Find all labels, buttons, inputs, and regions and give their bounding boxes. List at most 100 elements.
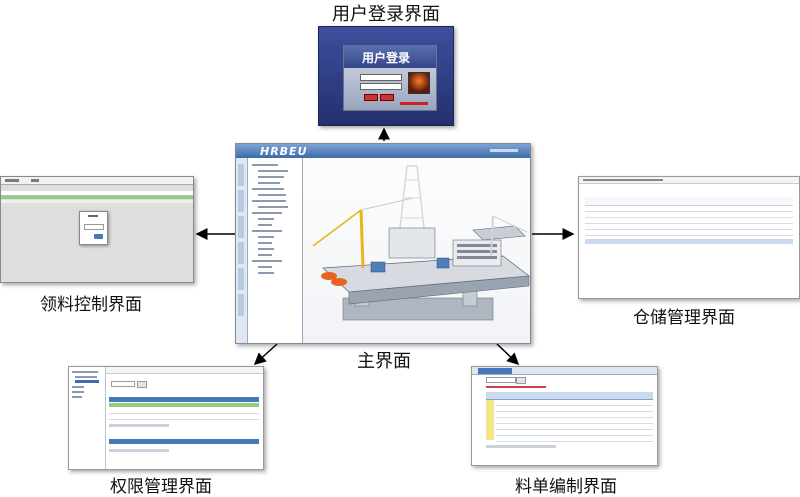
main-screenshot: HRBEU: [235, 143, 531, 344]
perm-tree-item[interactable]: [72, 391, 84, 393]
perm-tree-item[interactable]: [75, 376, 97, 378]
nav-tab[interactable]: [238, 268, 244, 290]
tree-item[interactable]: [258, 224, 272, 226]
bill-pager[interactable]: [486, 445, 556, 448]
bill-notice: [486, 386, 546, 388]
arrow-main-to-permission: [253, 343, 278, 366]
perm-pager[interactable]: [109, 424, 169, 427]
caption-main: 主界面: [357, 351, 411, 372]
login-panel-header: [344, 46, 436, 68]
bill-table-header: [486, 392, 653, 400]
perm-tree-item[interactable]: [72, 371, 98, 373]
login-screenshot: 用户登录: [318, 26, 454, 126]
perm-search-input[interactable]: [111, 381, 135, 387]
bill-tab-header: [472, 367, 657, 375]
perm-tree: [69, 367, 106, 469]
password-field[interactable]: [360, 83, 402, 90]
mc-toolbar: [1, 177, 193, 185]
header-links[interactable]: [490, 149, 518, 152]
platform-scene: [303, 158, 530, 343]
caption-permission: 权限管理界面: [110, 477, 212, 497]
tree-item[interactable]: [252, 164, 278, 166]
tree-item[interactable]: [258, 266, 272, 268]
tree-item[interactable]: [252, 230, 282, 232]
perm-selected-row[interactable]: [109, 403, 259, 407]
arrow-main-to-bill: [496, 343, 520, 366]
perm-table2-header: [109, 439, 259, 444]
perm-row[interactable]: [109, 408, 259, 414]
mc-dialog-title: [88, 215, 98, 217]
material-control-screenshot: [0, 176, 194, 283]
mc-toolbar-item[interactable]: [5, 179, 19, 182]
perm-query-button[interactable]: [137, 381, 147, 388]
mc-toolbar-item[interactable]: [31, 179, 39, 182]
tree-item[interactable]: [258, 242, 272, 244]
nav-tab[interactable]: [238, 216, 244, 238]
wh-row[interactable]: [585, 212, 793, 218]
wh-table-header: [585, 197, 793, 206]
perm-table-header: [109, 397, 259, 402]
wh-row[interactable]: [585, 224, 793, 230]
main-header: HRBEU: [236, 144, 530, 158]
caption-material-control: 领料控制界面: [40, 295, 142, 315]
wh-pager[interactable]: [585, 239, 793, 244]
perm-tree-item[interactable]: [72, 386, 84, 388]
tree-item[interactable]: [258, 254, 272, 256]
mc-dialog-input[interactable]: [84, 224, 104, 230]
bill-row[interactable]: [496, 412, 653, 418]
main-brand: HRBEU: [260, 145, 308, 158]
tree-item[interactable]: [252, 200, 286, 202]
mc-dialog: [79, 211, 108, 245]
mc-selected-row[interactable]: [1, 196, 193, 199]
bill-query-button[interactable]: [516, 377, 526, 384]
permission-screenshot: [68, 366, 264, 470]
login-button[interactable]: [364, 94, 378, 101]
nav-tab[interactable]: [238, 164, 244, 186]
tree-item[interactable]: [258, 176, 284, 178]
login-image: [408, 72, 430, 94]
bill-row-index-col: [486, 400, 494, 440]
bill-row[interactable]: [496, 406, 653, 412]
mc-row[interactable]: [1, 200, 193, 203]
tree-item[interactable]: [258, 182, 280, 184]
wh-row[interactable]: [585, 230, 793, 236]
mc-dialog-button[interactable]: [94, 234, 103, 239]
nav-tab[interactable]: [238, 190, 244, 212]
bill-row[interactable]: [496, 430, 653, 436]
tree-item[interactable]: [258, 236, 274, 238]
wh-address-text: [583, 179, 663, 181]
wh-row[interactable]: [585, 206, 793, 212]
bill-search-input[interactable]: [486, 377, 516, 383]
main-tree-panel: [248, 158, 303, 343]
wh-table: [585, 206, 793, 238]
tree-item[interactable]: [258, 248, 274, 250]
nav-tab[interactable]: [238, 294, 244, 316]
perm-tree-item-selected[interactable]: [75, 380, 99, 383]
login-footer-bar: [400, 102, 428, 105]
perm-pager2[interactable]: [109, 449, 169, 452]
perm-tree-item[interactable]: [72, 396, 82, 398]
tree-item[interactable]: [252, 212, 282, 214]
tree-item[interactable]: [258, 272, 274, 274]
perm-row[interactable]: [109, 414, 259, 420]
tree-item[interactable]: [252, 188, 284, 190]
bill-row[interactable]: [496, 418, 653, 424]
login-title: 用户登录: [362, 51, 411, 65]
bill-row[interactable]: [496, 436, 653, 442]
wh-address-bar: [579, 177, 799, 184]
bill-row[interactable]: [496, 400, 653, 406]
bill-tab[interactable]: [478, 368, 512, 374]
nav-tab[interactable]: [238, 242, 244, 264]
main-nav-tabs: [236, 158, 248, 343]
caption-warehouse: 仓储管理界面: [633, 308, 735, 328]
username-field[interactable]: [360, 74, 402, 81]
tree-item[interactable]: [258, 206, 288, 208]
tree-item[interactable]: [258, 170, 288, 172]
reset-button[interactable]: [380, 94, 394, 101]
tree-item[interactable]: [252, 260, 282, 262]
tree-item[interactable]: [258, 194, 286, 196]
tree-item[interactable]: [258, 218, 274, 220]
bill-row[interactable]: [496, 424, 653, 430]
wh-row[interactable]: [585, 218, 793, 224]
